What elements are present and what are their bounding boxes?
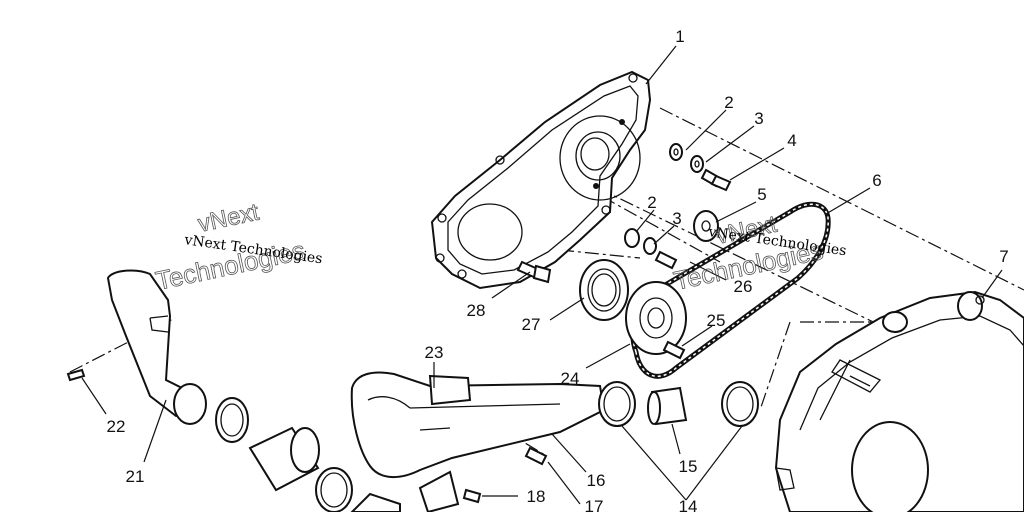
callout-28: 28 [467,301,486,320]
callout-26: 26 [734,277,753,296]
callout-7: 7 [999,247,1008,266]
callout-18: 18 [527,487,546,506]
clutch-housing-part [774,290,1024,512]
callout-2-lower: 2 [647,193,656,212]
callout-23: 23 [425,343,444,362]
watermark-left: vNext Technologies vNext Technologies [153,198,324,296]
callout-24: 24 [561,369,580,388]
callout-4: 4 [787,131,796,150]
lower-fastener-set [624,228,678,270]
air-duct-part [350,371,606,478]
duct-fasteners [418,446,548,512]
callout-1: 1 [675,27,684,46]
oil-seal-part [579,259,629,321]
spacer-washer-part [693,210,719,242]
chaincase-cover-part [430,70,652,290]
callout-2-upper: 2 [724,93,733,112]
pipe-screw-part [66,368,86,382]
callout-22: 22 [107,417,126,436]
sprocket-part [625,281,687,355]
callout-3-upper: 3 [754,109,763,128]
upper-fastener-set [669,143,732,192]
callout-5: 5 [757,185,766,204]
callout-21: 21 [126,467,145,486]
cover-bolt-part [516,260,552,284]
callout-6: 6 [872,171,881,190]
callout-17: 17 [585,497,604,512]
callout-16: 16 [587,471,606,490]
watermark-outline-line1: vNext [196,199,262,238]
callout-numbers: 1 2 3 4 5 6 7 2 3 26 28 27 25 24 23 22 2… [107,27,1009,512]
callout-leaders [81,45,1003,505]
intake-pipe-part [106,269,207,425]
duct-clamp-and-sleeve [598,381,759,427]
sprocket-bolt-part [662,340,686,360]
lower-left-clamps [215,397,401,512]
callout-14: 14 [679,497,698,512]
callout-15: 15 [679,457,698,476]
callout-3-lower: 3 [672,209,681,228]
callout-25: 25 [707,311,726,330]
callout-27: 27 [522,315,541,334]
